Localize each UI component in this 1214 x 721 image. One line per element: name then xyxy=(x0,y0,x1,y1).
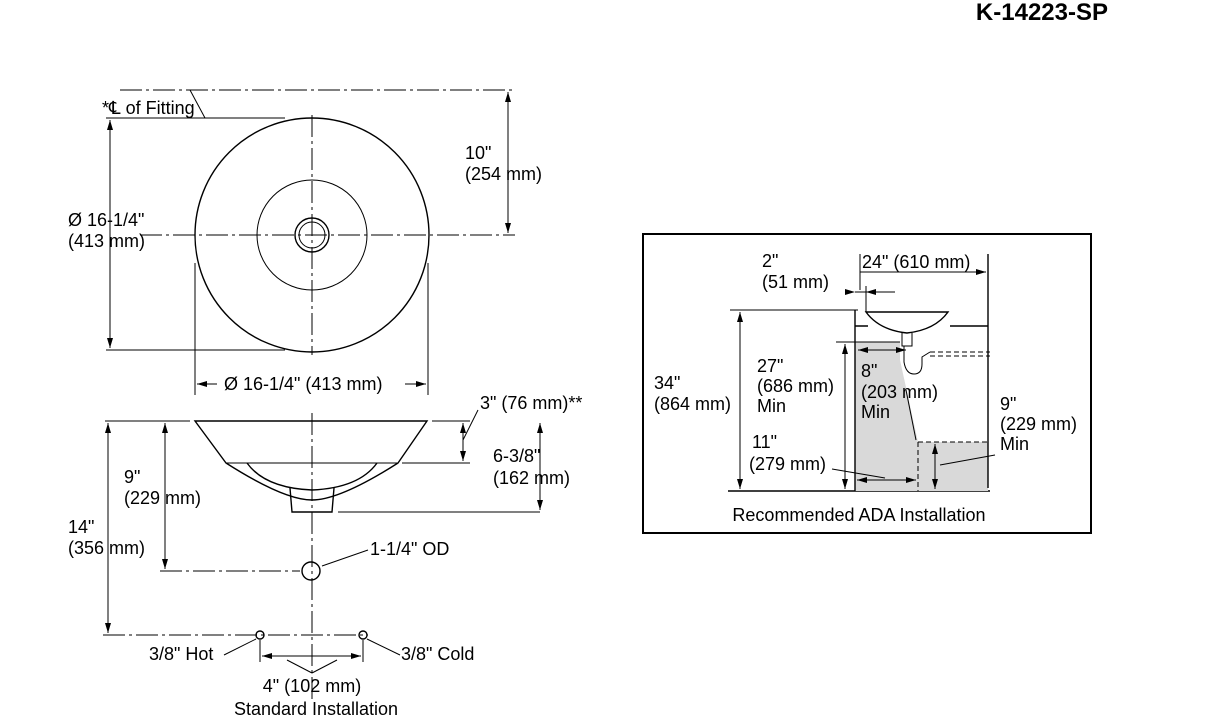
hot-supply-label: 3/8" Hot xyxy=(149,644,213,664)
ada-knee-height-inch: 27" xyxy=(757,356,783,376)
supply-height-mm: (356 mm) xyxy=(68,538,145,558)
ada-toe-height-min: Min xyxy=(1000,434,1029,454)
basin-bowl-outline xyxy=(256,179,368,291)
ada-toe-height-mm: (229 mm) xyxy=(1000,414,1077,434)
ada-inset-frame xyxy=(642,233,1092,534)
ada-rim-height-inch: 34" xyxy=(654,373,680,393)
depth-dim-mm: (254 mm) xyxy=(465,164,542,184)
ada-rim-height-mm: (864 mm) xyxy=(654,394,731,414)
bowl-height-inch: 6-3/8" xyxy=(493,446,540,466)
side-view: 3" (76 mm)** 6-3/8" (162 mm) 9" (229 mm)… xyxy=(68,393,582,719)
basin-profile xyxy=(193,420,429,501)
ada-knee-height-mm: (686 mm) xyxy=(757,376,834,396)
ada-caption: Recommended ADA Installation xyxy=(732,505,985,525)
drain-height-inch: 9" xyxy=(124,467,140,487)
drain-outline xyxy=(294,217,330,253)
top-view: *℄ of Fitting 10" (254 mm) Ø 16-1/4" (41… xyxy=(68,89,542,395)
supply-spacing-label: 4" (102 mm) xyxy=(263,676,361,696)
ada-offset-inch: 2" xyxy=(762,251,778,271)
drain-outlet xyxy=(301,561,321,581)
centerline-label: *℄ of Fitting xyxy=(102,98,195,118)
ada-knee-depth-mm: (203 mm) xyxy=(861,382,938,402)
cold-supply-outlet xyxy=(358,630,368,640)
standard-installation-caption: Standard Installation xyxy=(234,699,398,719)
ada-depth-dim: 24" (610 mm) xyxy=(862,252,970,272)
drain-height-mm: (229 mm) xyxy=(124,488,201,508)
hot-supply-outlet xyxy=(255,630,265,640)
bowl-height-mm: (162 mm) xyxy=(493,468,570,488)
drain-od-label: 1-1/4" OD xyxy=(370,539,449,559)
ada-sink-bowl xyxy=(864,311,950,334)
diameter-dim-horizontal: Ø 16-1/4" (413 mm) xyxy=(224,374,382,394)
ada-knee-depth-inch: 8" xyxy=(861,361,877,381)
basin-rim-outline xyxy=(194,117,430,353)
supply-height-inch: 14" xyxy=(68,517,94,537)
ada-knee-depth-min: Min xyxy=(861,402,890,422)
ada-toe-height-inch: 9" xyxy=(1000,394,1016,414)
depth-dim-inch: 10" xyxy=(465,143,491,163)
rim-height-dim: 3" (76 mm)** xyxy=(480,393,582,413)
cold-supply-label: 3/8" Cold xyxy=(401,644,474,664)
ada-toe-depth-inch: 11" xyxy=(752,432,777,452)
ada-inset: 2" (51 mm) 24" (610 mm) 34" (864 mm) 27"… xyxy=(642,233,1092,534)
ada-toe-depth-mm: (279 mm) xyxy=(749,454,826,474)
model-number: K-14223-SP xyxy=(976,0,1108,26)
diameter-dim-inch: Ø 16-1/4" xyxy=(68,210,144,230)
diameter-dim-mm: (413 mm) xyxy=(68,231,145,251)
ada-offset-mm: (51 mm) xyxy=(762,272,829,292)
ada-knee-height-min: Min xyxy=(757,396,786,416)
